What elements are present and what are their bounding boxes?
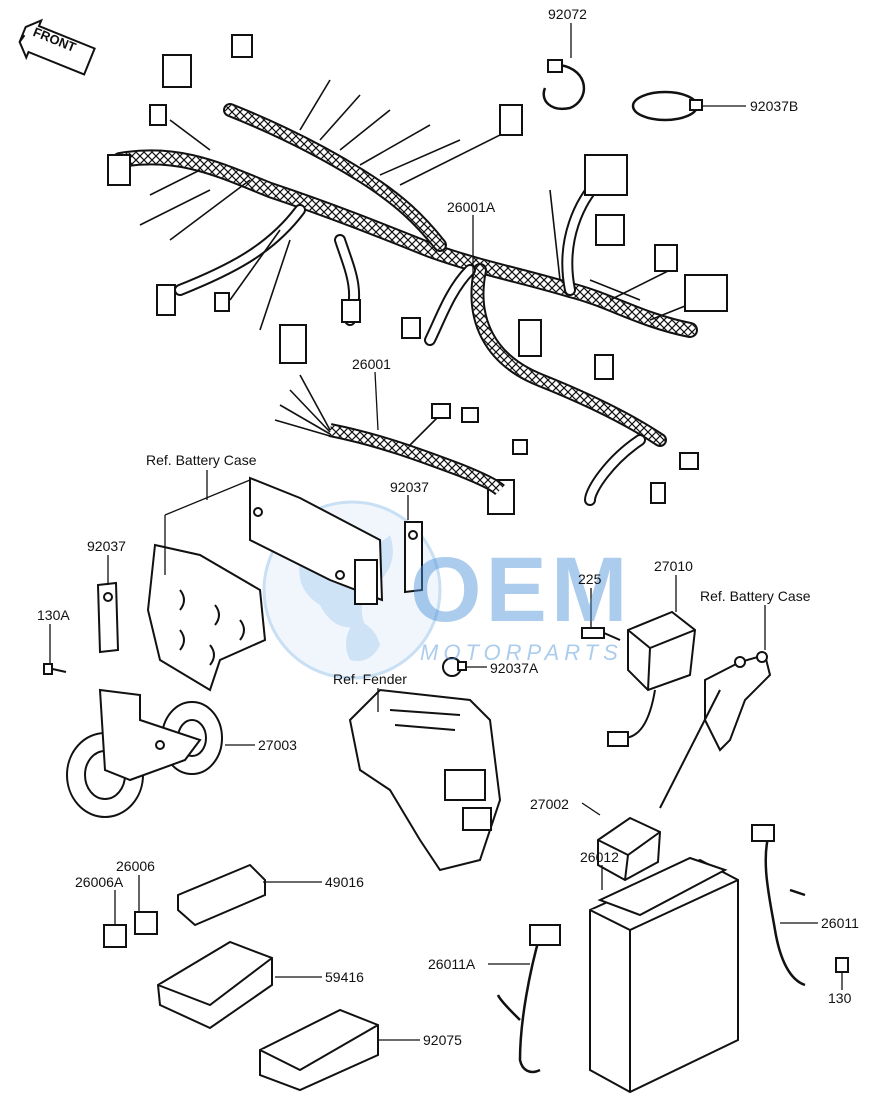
rear-fender [348,688,502,872]
part-label-49016: 49016 [325,874,364,890]
part-label-26006A: 26006A [75,874,124,890]
part-label-92075: 92075 [423,1032,462,1048]
horn-27003 [43,663,223,818]
part-label-26001: 26001 [352,356,391,372]
watermark-brand: OEM [410,539,632,641]
part-label-26006: 26006 [116,858,155,874]
part-label-59416: 59416 [325,969,364,985]
part-label-92037-strap-left: 92037 [87,538,126,554]
part-label-130A: 130A [37,607,70,623]
part-label-ref-battery-case-1: Ref. Battery Case [146,452,257,468]
front-arrow [18,18,96,76]
harness-connectors [107,34,728,515]
battery-26012 [589,856,739,1094]
part-label-27002: 27002 [530,796,569,812]
clamp-92037A [442,657,467,677]
clamp-92072 [542,59,586,111]
band-92037B [631,90,703,122]
part-label-130: 130 [828,990,852,1006]
part-label-92037B: 92037B [750,98,799,114]
part-label-ref-battery-case-2: Ref. Battery Case [700,588,811,604]
battery-cables [496,824,849,1074]
fuse-parts [103,863,379,1092]
part-label-26012: 26012 [580,849,619,865]
leader-lines [49,23,843,1041]
strap-92037 [96,521,423,654]
watermark-subtitle: MOTORPARTS [420,640,623,665]
part-label-27003: 27003 [258,737,297,753]
part-label-26011: 26011 [821,915,859,931]
battery-case-mount [659,651,772,809]
part-label-27010: 27010 [654,558,693,574]
part-label-92037A: 92037A [490,660,539,676]
part-label-26001A: 26001A [447,199,496,215]
part-label-92072: 92072 [548,6,587,22]
starter-relay-27010 [581,610,697,747]
part-label-ref-fender: Ref. Fender [333,671,407,687]
part-label-92037-strap-right: 92037 [390,479,429,495]
battery-case-bracket [146,476,384,692]
regulator-27002 [597,816,662,882]
sub-harness-26001 [274,374,505,496]
part-label-26011A: 26011A [428,956,476,972]
part-label-225: 225 [578,571,602,587]
harness-branch-wires [139,79,701,331]
